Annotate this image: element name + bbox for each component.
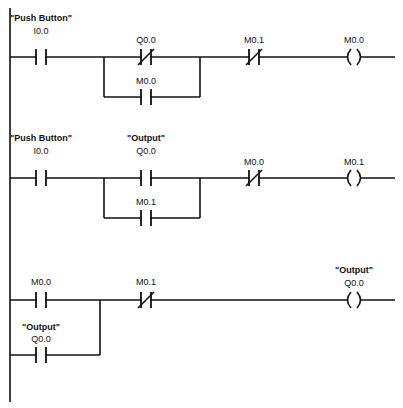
wire — [10, 354, 100, 356]
address-label: M0.0 — [344, 35, 364, 46]
contact-symbol — [140, 210, 142, 226]
wire — [9, 8, 11, 402]
contact-gap — [142, 215, 150, 221]
contact-symbol — [45, 49, 47, 65]
contact-gap — [37, 352, 45, 358]
contact-symbol — [45, 292, 47, 308]
address-label: Q0.0 — [136, 146, 156, 157]
coil-symbol — [357, 49, 361, 65]
contact-symbol — [35, 49, 37, 65]
coil-symbol — [348, 292, 352, 308]
address-label: Q0.0 — [31, 334, 51, 345]
contact-symbol — [35, 347, 37, 363]
wire — [199, 57, 201, 97]
contact-symbol — [150, 89, 152, 105]
wire — [99, 300, 101, 355]
wire — [104, 217, 200, 219]
address-label: Q0.0 — [136, 35, 156, 46]
address-label: M0.0 — [244, 157, 264, 168]
contact-nc-bar — [246, 49, 262, 65]
contact-symbol — [140, 170, 142, 186]
tag-name: "Push Button" — [10, 133, 72, 144]
coil-symbol — [357, 170, 361, 186]
coil-gap — [348, 54, 360, 60]
contact-gap — [142, 175, 150, 181]
wire — [199, 178, 201, 218]
address-label: M0.1 — [244, 35, 264, 46]
wire — [10, 56, 395, 58]
contact-nc-bar — [138, 292, 154, 308]
tag-name: "Output" — [22, 322, 60, 333]
coil-symbol — [348, 49, 352, 65]
address-label: M0.1 — [136, 197, 156, 208]
coil-symbol — [357, 292, 361, 308]
coil-gap — [348, 175, 360, 181]
address-label: M0.0 — [136, 76, 156, 87]
address-label: I0.0 — [33, 146, 48, 157]
wire — [10, 177, 395, 179]
coil-gap — [348, 297, 360, 303]
address-label: M0.0 — [31, 277, 51, 288]
contact-gap — [37, 54, 45, 60]
contact-symbol — [45, 170, 47, 186]
address-label: M0.1 — [136, 277, 156, 288]
contact-symbol — [35, 170, 37, 186]
contact-gap — [142, 94, 150, 100]
contact-symbol — [140, 89, 142, 105]
wire — [104, 96, 200, 98]
contact-nc-bar — [246, 170, 262, 186]
tag-name: "Push Button" — [10, 13, 72, 24]
contact-symbol — [45, 347, 47, 363]
contact-nc-bar — [138, 49, 154, 65]
wire — [103, 57, 105, 97]
address-label: M0.1 — [344, 157, 364, 168]
wire — [103, 178, 105, 218]
contact-gap — [37, 175, 45, 181]
address-label: Q0.0 — [344, 278, 364, 289]
contact-symbol — [35, 292, 37, 308]
tag-name: "Output" — [127, 133, 165, 144]
tag-name: "Output" — [335, 265, 373, 276]
coil-symbol — [348, 170, 352, 186]
address-label: I0.0 — [33, 26, 48, 37]
wire — [10, 299, 395, 301]
contact-symbol — [150, 170, 152, 186]
contact-symbol — [150, 210, 152, 226]
contact-gap — [37, 297, 45, 303]
